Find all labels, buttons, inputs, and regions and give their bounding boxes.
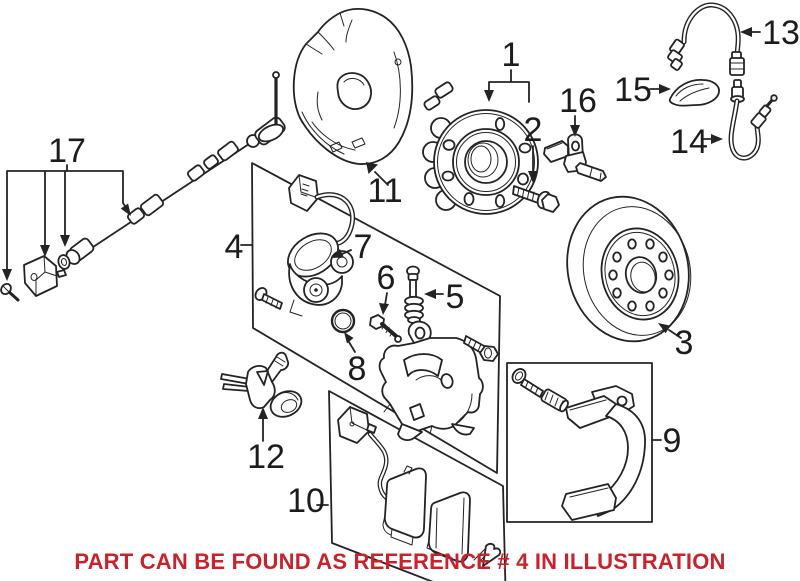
callout-14: 14 [670,123,723,161]
callout-7-label: 7 [354,228,373,266]
callout-3: 3 [658,323,693,362]
caliper-window [403,353,443,377]
caliper-bolt-right [463,335,499,362]
wheel-speed-sensor-harness [0,71,286,302]
callout-15: 15 [614,71,671,109]
pad-clip [473,542,502,567]
pads-group-box [328,390,507,581]
wheel-hub [422,81,539,215]
callout-17-label: 17 [48,132,86,170]
callout-17: 17 [2,132,131,281]
guide-pin [404,265,424,324]
backing-plate [292,7,414,165]
hose-clip [668,79,720,107]
harness-grommet [57,254,71,270]
carrier-bushing [540,388,569,413]
callout-6: 6 [377,259,396,315]
callout-4-label: 4 [225,228,244,266]
caliper-group-box [251,162,501,474]
callout-1: 1 [484,36,530,103]
callout-10-label: 10 [287,482,325,520]
callout-14-label: 14 [670,123,708,161]
callout-16: 16 [559,82,597,137]
brake-rotor [566,195,692,343]
cable-grommet-2 [140,193,164,217]
callout-11-label: 11 [367,172,402,210]
callout-8-label: 8 [348,350,367,388]
callout-5: 5 [424,278,464,316]
cable-grommet-5 [217,140,239,162]
callout-6-label: 6 [377,259,396,297]
o-ring [330,308,356,334]
brake-hose-upper [667,2,745,76]
mounting-bracket [220,351,303,418]
cable-grommet-4 [203,154,219,170]
callout-8: 8 [344,332,366,388]
callout-1-label: 1 [502,36,521,74]
caliper-mount-bolt-left [254,287,283,310]
harness-screw [0,282,20,302]
callout-15-label: 15 [614,71,652,109]
callout-5-label: 5 [446,278,465,316]
callout-2-label: 2 [524,111,543,149]
hub-tab [434,81,454,99]
harness-connector [23,255,67,297]
carrier-bolt [511,368,544,398]
callout-16-label: 16 [559,82,597,120]
brake-pad-inner [383,467,427,539]
callout-9: 9 [651,422,682,460]
callout-10: 10 [287,482,329,520]
backing-plate-hole [336,72,372,110]
brake-pad-outer [427,491,471,563]
hub-bolt [512,185,560,213]
callout-7: 7 [331,228,372,266]
callout-12-label: 12 [247,438,285,476]
callout-4: 4 [225,228,253,266]
carrier-bracket [561,385,646,521]
callout-12: 12 [247,407,285,476]
callout-13: 13 [740,14,800,52]
callout-11: 11 [366,162,403,210]
hub-tab [423,95,441,111]
illustration-caption: PART CAN BE FOUND AS REFERENCE # 4 IN IL… [74,549,726,574]
brake-caliper [378,320,484,441]
cable-grommet-3 [187,164,205,182]
callout-9-label: 9 [663,422,682,460]
carrier-group-box [506,362,653,523]
brake-pads [382,465,471,563]
cable-grommet-1 [127,207,145,225]
bleeder-valve [369,314,402,343]
callout-3-label: 3 [675,324,694,362]
abs-speed-sensor [543,133,607,182]
parking-brake-actuator [287,174,356,317]
callout-13-label: 13 [762,14,800,52]
callout-2: 2 [524,111,543,183]
brake-hose-lower [728,79,778,161]
